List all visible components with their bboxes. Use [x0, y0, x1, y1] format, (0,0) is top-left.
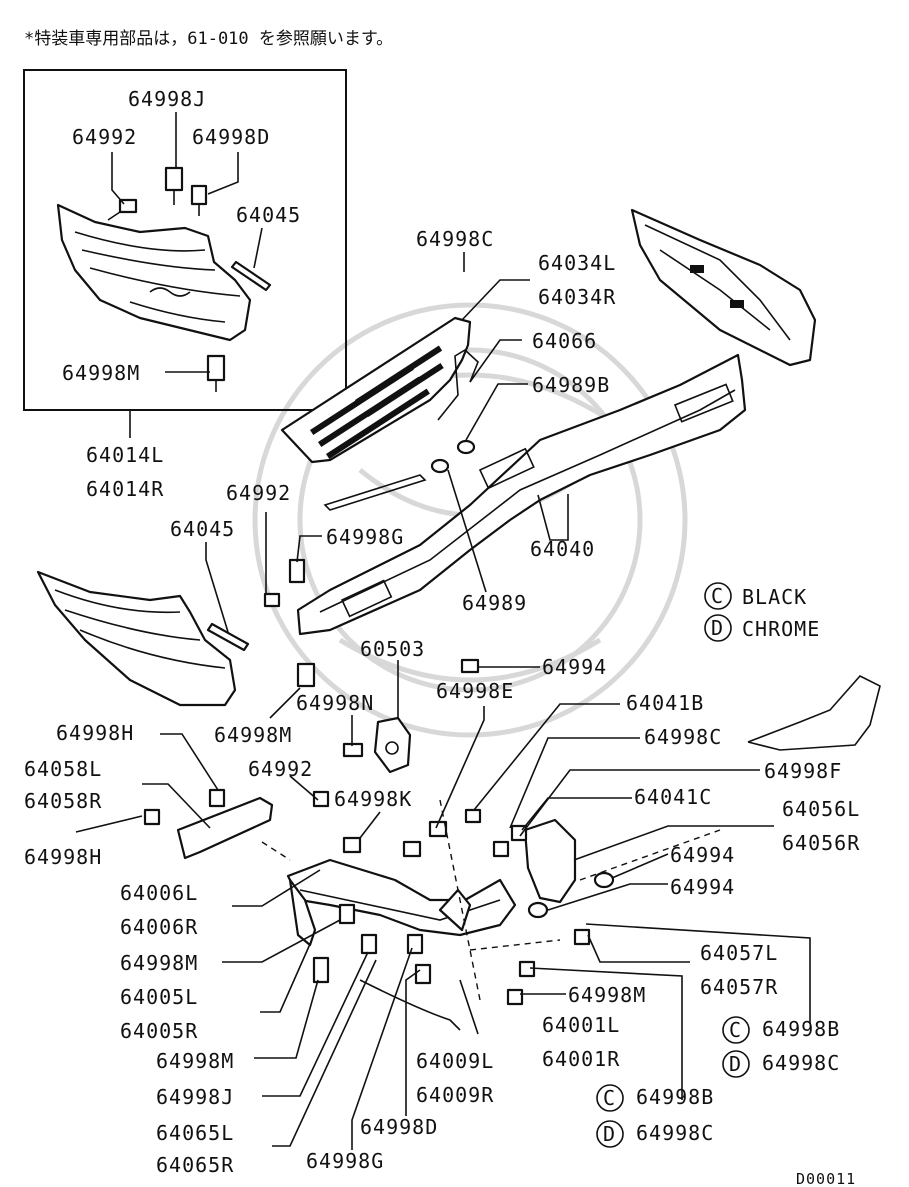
label-64998M-mid: 64998M — [214, 723, 292, 747]
label-64994-c: 64994 — [670, 875, 735, 899]
label-64998D-bot: 64998D — [360, 1115, 438, 1139]
step-grill-plate — [280, 316, 472, 464]
label-64045-mid: 64045 — [170, 517, 235, 541]
label-64001R: 64001R — [542, 1047, 620, 1071]
label-64998J-top: 64998J — [128, 87, 206, 111]
label-64998J-bot: 64998J — [156, 1085, 234, 1109]
mid-bolts — [263, 558, 316, 688]
header-note: *特装車専用部品は，61-010 を参照願います。 — [24, 29, 393, 49]
label-64998M-bot: 64998M — [156, 1049, 234, 1073]
right-step-plate — [630, 208, 817, 367]
clip-rod — [437, 349, 479, 421]
label-64998K: 64998K — [334, 787, 412, 811]
label-64992-top: 64992 — [72, 125, 137, 149]
drawing-code: D00011 — [796, 1170, 856, 1187]
legend-label-chrome: CHROME — [742, 617, 820, 641]
label-64005R: 64005R — [120, 1019, 198, 1043]
marker-d-right: D — [729, 1052, 742, 1076]
right-step-bracket — [523, 818, 577, 904]
label-64998G-mid: 64998G — [326, 525, 404, 549]
label-64006R: 64006R — [120, 915, 198, 939]
label-64058L: 64058L — [24, 757, 102, 781]
label-64065R: 64065R — [156, 1153, 234, 1177]
label-64056R: 64056R — [782, 831, 860, 855]
label-64014L: 64014L — [86, 443, 164, 467]
lower-support-frame — [286, 858, 517, 1031]
finish-markers: C D C D — [596, 1016, 750, 1148]
label-64041B: 64041B — [626, 691, 704, 715]
label-64994-b: 64994 — [670, 843, 735, 867]
label-64998F: 64998F — [764, 759, 842, 783]
label-64998N: 64998N — [296, 691, 374, 715]
label-64005L: 64005L — [120, 985, 198, 1009]
label-64998C-b: 64998C — [636, 1121, 714, 1145]
label-64998M-box: 64998M — [62, 361, 140, 385]
label-64998G-bot: 64998G — [306, 1149, 384, 1173]
marker-c-right: C — [729, 1018, 742, 1042]
marker-c-bottom: C — [603, 1086, 616, 1110]
legend-letter-d: D — [711, 616, 724, 640]
label-64057R: 64057R — [700, 975, 778, 999]
main-frame — [296, 353, 747, 636]
label-64065L: 64065L — [156, 1121, 234, 1145]
label-64034R: 64034R — [538, 285, 616, 309]
legend-letter-c: C — [711, 584, 724, 608]
label-64998M-low: 64998M — [120, 951, 198, 975]
label-64998C-mid: 64998C — [644, 725, 722, 749]
label-64998D-top: 64998D — [192, 125, 270, 149]
lower-mud-guard — [36, 570, 237, 707]
label-64998E: 64998E — [436, 679, 514, 703]
label-64989B: 64989B — [532, 373, 610, 397]
label-64045-top: 64045 — [236, 203, 301, 227]
label-64034L: 64034L — [538, 251, 616, 275]
label-64009L: 64009L — [416, 1049, 494, 1073]
label-64992-mid: 64992 — [226, 481, 291, 505]
legend-label-black: BLACK — [742, 585, 807, 609]
long-strip — [323, 474, 427, 511]
label-64994-a: 64994 — [542, 655, 607, 679]
label-64998H-bot: 64998H — [24, 845, 102, 869]
label-64992-low: 64992 — [248, 757, 313, 781]
label-64998B-b: 64998B — [636, 1085, 714, 1109]
cushion-64989b — [456, 439, 476, 455]
inset-mud-guard — [56, 203, 252, 342]
body-outline — [261, 799, 721, 1001]
label-64040: 64040 — [530, 537, 595, 561]
label-64998C-r: 64998C — [762, 1051, 840, 1075]
frame-reference-line — [747, 675, 881, 751]
label-64009R: 64009R — [416, 1083, 494, 1107]
left-step-bracket — [176, 796, 274, 860]
part-labels: 64998J 64992 64998D 64045 64998M 64014L … — [24, 87, 860, 1177]
label-64998C-top: 64998C — [416, 227, 494, 251]
label-64001L: 64001L — [542, 1013, 620, 1037]
inset-strip — [230, 260, 272, 292]
label-64998H-top: 64998H — [56, 721, 134, 745]
label-64006L: 64006L — [120, 881, 198, 905]
label-60503: 60503 — [360, 637, 425, 661]
strip-64045-mid — [206, 622, 250, 652]
inset-frame — [23, 69, 347, 411]
cushion-64989 — [430, 458, 450, 474]
label-64998M-r: 64998M — [568, 983, 646, 1007]
label-64989: 64989 — [462, 591, 527, 615]
label-64014R: 64014R — [86, 477, 164, 501]
leader-lines — [75, 112, 811, 1150]
marker-d-bottom: D — [603, 1122, 616, 1146]
label-64041C: 64041C — [634, 785, 712, 809]
inset-bolts — [107, 166, 226, 392]
label-64056L: 64056L — [782, 797, 860, 821]
label-64057L: 64057L — [700, 941, 778, 965]
label-64058R: 64058R — [24, 789, 102, 813]
label-64066: 64066 — [532, 329, 597, 353]
label-64998B-r: 64998B — [762, 1017, 840, 1041]
finish-legend: C BLACK D CHROME — [704, 582, 820, 642]
